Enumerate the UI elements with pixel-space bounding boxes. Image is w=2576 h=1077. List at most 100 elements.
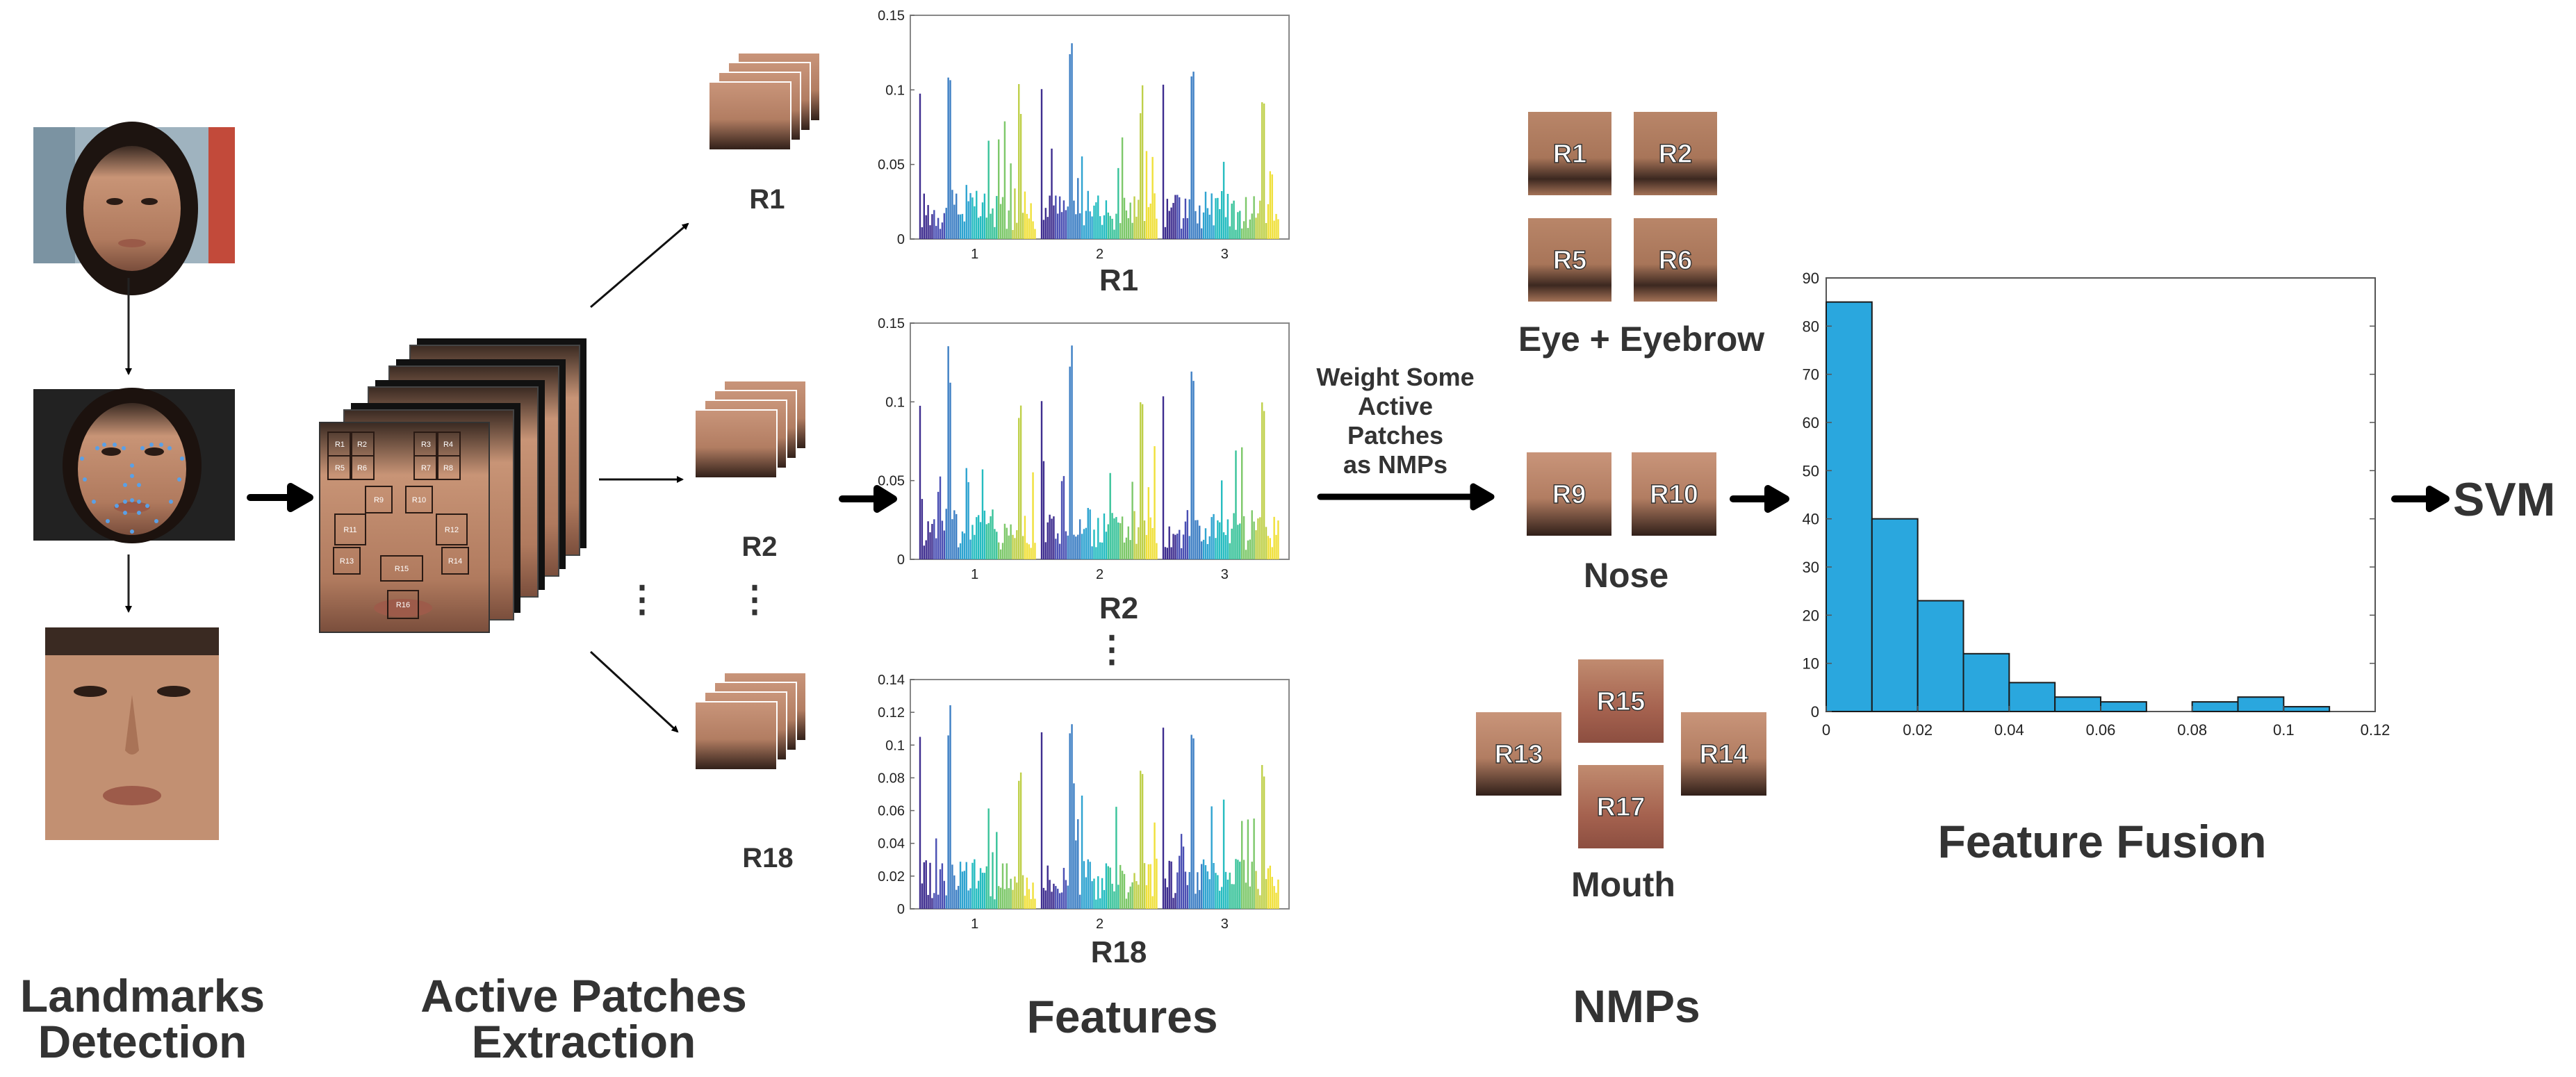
plot-label: R1 xyxy=(1099,263,1138,297)
plot-ytick: 0.02 xyxy=(878,869,905,885)
plot-ytick: 0.1 xyxy=(885,738,905,753)
patch-card xyxy=(708,81,791,151)
plot-ytick: 0.12 xyxy=(878,705,905,721)
arrow-to-patches xyxy=(247,483,313,512)
plot-xtick: 2 xyxy=(1096,247,1104,262)
histogram-xtick: 0.1 xyxy=(2273,721,2295,739)
histogram-xtick: 0 xyxy=(1822,721,1830,739)
nmp-patch-r14: R14 xyxy=(1680,711,1768,797)
svg-text:Patches: Patches xyxy=(1347,421,1443,450)
face-grid-label: R4 xyxy=(443,441,453,449)
face-grid-cell: R16 xyxy=(387,590,419,619)
front-face-card xyxy=(319,422,490,633)
nmp-patch-r9: R9 xyxy=(1525,451,1613,537)
face-grid-cell: R11 xyxy=(334,513,366,545)
histogram-ytick: 30 xyxy=(1803,559,1819,576)
plot-bars xyxy=(919,345,1279,559)
plot-ytick: 0.08 xyxy=(878,771,905,786)
patch-stack-r1: R1 xyxy=(708,52,821,215)
nmp-patch-label: R17 xyxy=(1597,793,1646,822)
plot-xtick: 3 xyxy=(1221,916,1229,932)
arrow-to-r1 xyxy=(590,222,689,309)
histogram-ytick: 60 xyxy=(1803,414,1819,431)
histogram-bar xyxy=(2283,706,2331,712)
nmp-title-eye: Eye + Eyebrow xyxy=(1518,320,1764,359)
face-grid-cell: R10 xyxy=(405,486,433,513)
face-grid-label: R6 xyxy=(357,464,367,472)
histogram-bar xyxy=(1962,652,2010,712)
plot-ytick: 0 xyxy=(897,902,905,917)
histogram-bar xyxy=(1826,301,1873,712)
histogram-bar xyxy=(2054,696,2102,713)
arrow-to-features xyxy=(839,485,897,513)
arrow-to-svm xyxy=(2391,486,2450,512)
histogram-ytick: 40 xyxy=(1803,511,1819,528)
plot-xtick: 3 xyxy=(1221,247,1229,262)
face-grid-cell: R8 xyxy=(436,455,461,480)
plot-ytick: 0.1 xyxy=(885,83,905,98)
nmp-patch-r5: R5 xyxy=(1527,217,1613,303)
nmp-patch-label: R15 xyxy=(1597,687,1646,716)
patch-card xyxy=(694,701,778,771)
face-grid-label: R8 xyxy=(443,464,453,472)
face-grid-label: R13 xyxy=(340,557,354,566)
plot-xtick: 1 xyxy=(971,247,978,262)
svm-label: SVM xyxy=(2453,473,2555,526)
input-face-image xyxy=(33,122,235,295)
histogram-xtick: 0.02 xyxy=(1903,721,1933,739)
svg-text:Active: Active xyxy=(1358,392,1433,420)
face-grid-label: R16 xyxy=(396,601,410,609)
nmp-patch-r17: R17 xyxy=(1577,764,1665,850)
face-grid-label: R3 xyxy=(421,441,431,449)
histogram-ytick: 50 xyxy=(1803,462,1819,479)
histogram-bar xyxy=(1917,600,1964,712)
plot-xtick: 2 xyxy=(1096,916,1104,932)
face-grid-cell: R7 xyxy=(413,455,438,480)
nmp-patch-label: R13 xyxy=(1495,740,1543,769)
plot-label: R18 xyxy=(1091,935,1147,969)
stage-patches-line1: Active Patches xyxy=(420,970,747,1021)
face-grid-label: R11 xyxy=(343,526,356,534)
dots-features: ⋮ xyxy=(1094,630,1130,670)
plot-ytick: 0.06 xyxy=(878,804,905,819)
nmp-patch-r13: R13 xyxy=(1475,711,1563,797)
plot-bars xyxy=(919,705,1279,909)
plot-ytick: 0.14 xyxy=(878,673,905,688)
nmp-title-mouth: Mouth xyxy=(1571,865,1675,904)
svg-text:Weight Some: Weight Some xyxy=(1316,363,1474,391)
nmp-patch-r10: R10 xyxy=(1630,451,1718,537)
histogram-ytick: 70 xyxy=(1803,366,1819,384)
stage-patches-line2: Extraction xyxy=(471,1016,696,1067)
nmp-patch-label: R14 xyxy=(1700,740,1748,769)
nmp-patch-label: R1 xyxy=(1553,140,1587,169)
plot-frame xyxy=(910,322,1290,560)
face-grid-label: R5 xyxy=(335,464,345,472)
face-grid-cell: R5 xyxy=(327,455,352,480)
plot-frame xyxy=(910,15,1290,240)
nmp-patch-r2: R2 xyxy=(1632,110,1718,197)
plot-xtick: 1 xyxy=(971,567,978,582)
stage-active-patches: Active Patches Extraction xyxy=(389,973,778,1064)
stage-landmarks-detection: Landmarks Detection xyxy=(0,973,285,1064)
nmp-patch-label: R5 xyxy=(1553,246,1587,275)
arrow-to-nmps xyxy=(1317,483,1495,511)
nmp-patch-label: R6 xyxy=(1659,246,1693,275)
face-grid-label: R2 xyxy=(357,441,367,449)
stage-landmarks-line1: Landmarks xyxy=(19,970,265,1021)
plot-ytick: 0.05 xyxy=(878,158,905,173)
face-grid-label: R9 xyxy=(374,496,384,504)
face-grid-label: R1 xyxy=(335,441,345,449)
plot-ytick: 0.05 xyxy=(878,474,905,489)
patch-stack-label: R18 xyxy=(742,843,793,873)
histogram-bar xyxy=(1871,518,1919,713)
nmp-patch-r1: R1 xyxy=(1527,110,1613,197)
stage-landmarks-line2: Detection xyxy=(38,1016,247,1067)
